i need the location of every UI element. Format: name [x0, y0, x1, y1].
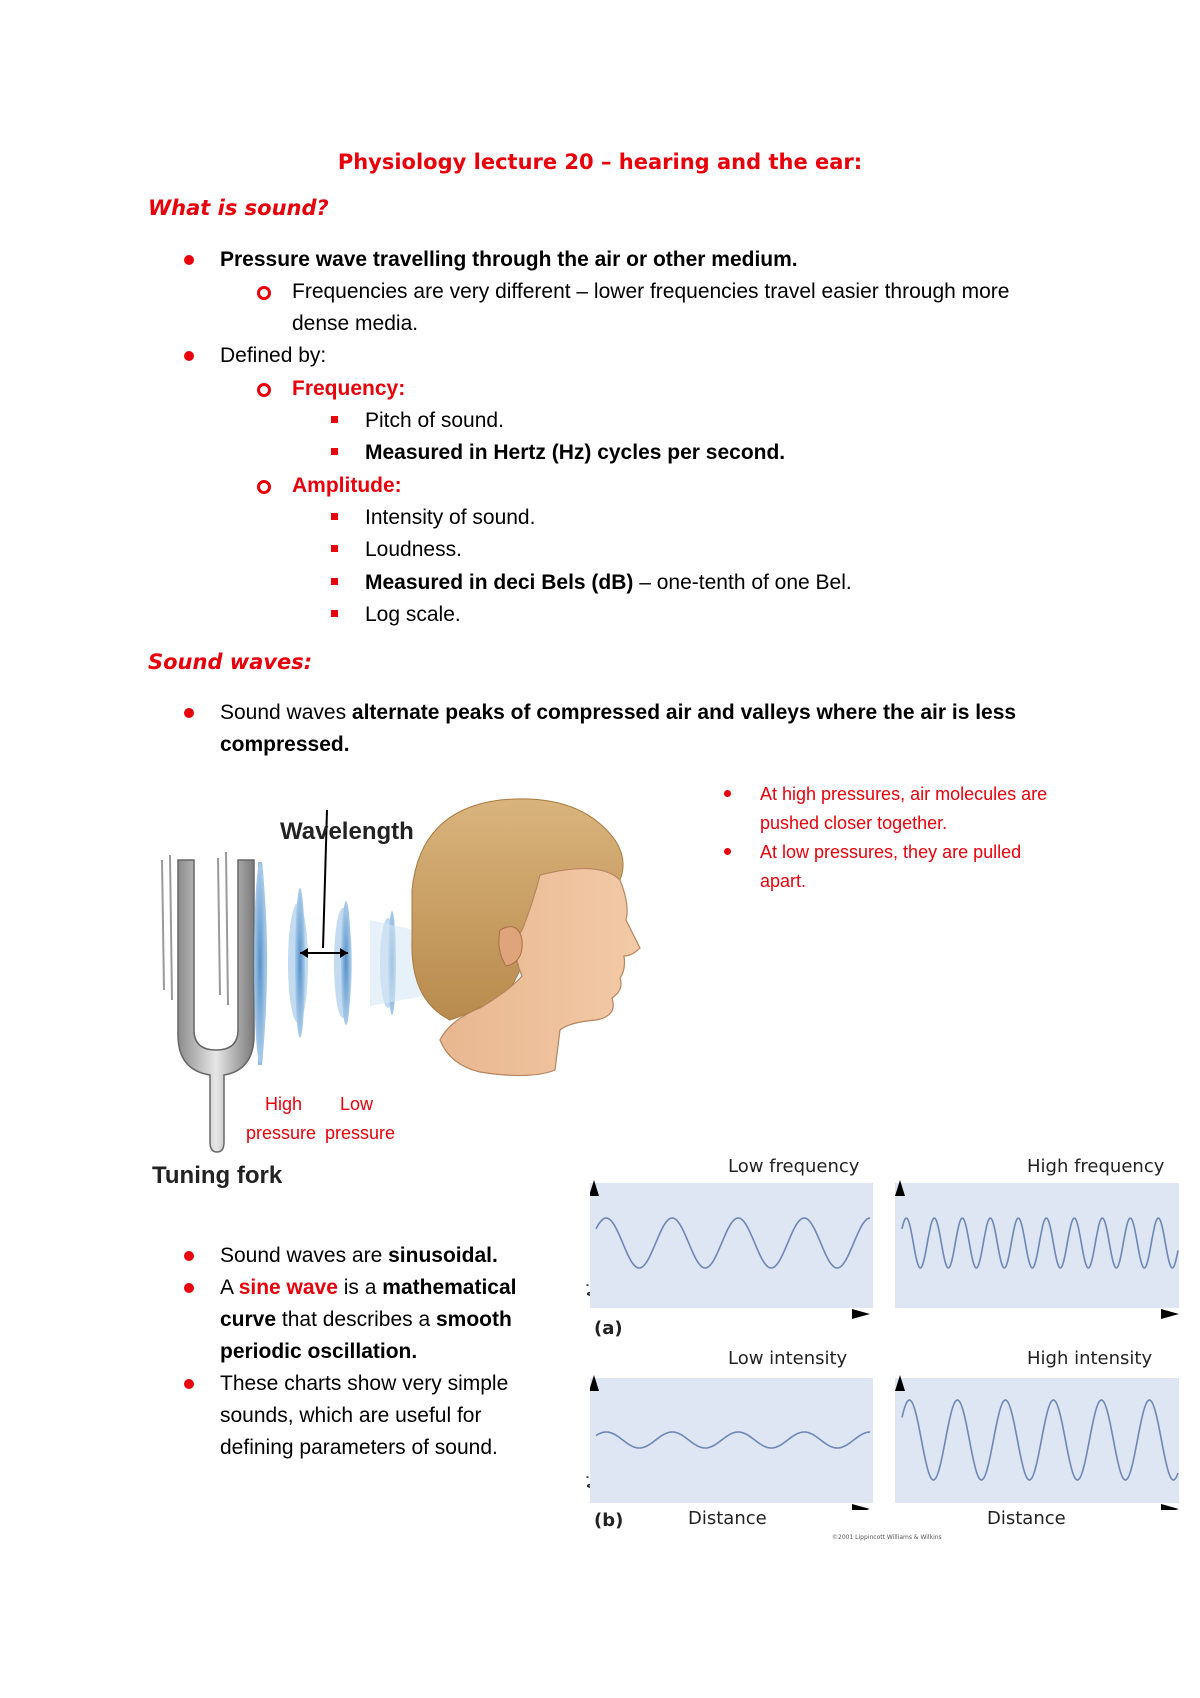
label-high-intensity: High intensity — [1027, 1348, 1153, 1369]
label-high-frequency: High frequency — [1027, 1156, 1165, 1177]
bullet-circle — [257, 383, 271, 397]
page-title: Physiology lecture 20 – hearing and the … — [337, 150, 863, 174]
high-pressure-label-line1: High — [265, 1094, 303, 1114]
section-heading-what-is-sound: What is sound? — [148, 196, 329, 220]
wave-low-intensity — [595, 1431, 871, 1449]
bullet-frequencies-line1: Frequencies are very different – lower f… — [292, 280, 1010, 303]
amp-item-decibels-rest: – one-tenth of one Bel. — [633, 571, 852, 594]
label-amplitude: Amplitude: — [292, 474, 402, 497]
bullet-pressure-wave: Pressure wave travelling through the air… — [220, 248, 798, 271]
bullet-sine-wave-line2: curve that describes a smooth — [220, 1304, 512, 1336]
text-mathematical: mathematical — [382, 1276, 517, 1299]
note-high-pressure-line1: At high pressures, air molecules are — [760, 784, 1048, 804]
bullet-dot — [184, 708, 194, 718]
high-pressure-label-line2: pressure — [246, 1123, 317, 1143]
tuning-fork-figure — [161, 798, 641, 1153]
note-low-pressure-line2: apart. — [760, 871, 807, 891]
bullet-circle — [257, 286, 271, 300]
panel-low-frequency — [590, 1183, 873, 1308]
text-smooth: smooth — [435, 1308, 512, 1331]
bullet-dot — [184, 255, 194, 265]
text-sound-waves: Sound waves — [220, 701, 352, 724]
axis-arrows-icon — [590, 1180, 1179, 1510]
wave-high-intensity — [901, 1399, 1179, 1481]
bullet-alternate-peaks-line1: Sound waves alternate peaks of compresse… — [220, 697, 1016, 729]
wave-low-frequency — [595, 1217, 871, 1269]
bullet-simple-sounds-line2: sounds, which are useful for — [220, 1404, 482, 1427]
x-axis-label-left: Distance — [688, 1508, 767, 1529]
panel-high-intensity — [895, 1378, 1179, 1503]
amp-item-decibels-bold: Measured in deci Bels (dB) — [365, 571, 634, 594]
amp-item-decibels: Measured in deci Bels (dB) – one-tenth o… — [365, 567, 852, 599]
bullet-dot — [184, 1251, 194, 1261]
label-low-intensity: Low intensity — [728, 1348, 848, 1369]
text-sinusoidal: sinusoidal. — [388, 1244, 498, 1267]
wavelength-pointer — [322, 809, 328, 949]
ear-icon — [498, 926, 523, 967]
bullet-square — [331, 578, 338, 585]
bullet-dot — [184, 1283, 194, 1293]
bullet-simple-sounds-line1: These charts show very simple — [220, 1372, 509, 1395]
bullet-square — [331, 610, 338, 617]
tuning-fork-label: Tuning fork — [152, 1162, 283, 1189]
bullet-dot — [184, 351, 194, 361]
low-pressure-label-line2: pressure — [325, 1123, 396, 1143]
bullet-defined-by: Defined by: — [220, 344, 327, 367]
bullet-circle — [257, 480, 271, 494]
text-curve: curve — [220, 1308, 277, 1331]
panel-low-intensity — [590, 1378, 873, 1503]
part-a-label: (a) — [594, 1318, 623, 1339]
bullet-alternate-peaks-line2: compressed. — [220, 733, 350, 756]
vibration-lines-icon — [161, 851, 229, 1006]
text-is-a: is a — [337, 1276, 383, 1299]
bullet-frequencies-line2: dense media. — [292, 312, 419, 335]
bullet-sinusoidal: Sound waves are sinusoidal. — [220, 1240, 498, 1272]
bullet-square — [331, 513, 338, 520]
bullet-square — [331, 545, 338, 552]
wave-high-frequency — [901, 1217, 1179, 1269]
human-head-icon — [411, 798, 641, 1077]
bullet-sine-wave-line1: A sine wave is a mathematical — [220, 1272, 517, 1304]
amp-item-log-scale: Log scale. — [365, 603, 461, 626]
wavelength-label: Wavelength — [280, 818, 414, 845]
amp-item-loudness: Loudness. — [365, 538, 462, 561]
note-low-pressure-line1: At low pressures, they are pulled — [760, 842, 1022, 862]
section-heading-sound-waves: Sound waves: — [148, 650, 313, 674]
bullet-dot — [724, 790, 731, 797]
low-pressure-label-line1: Low — [340, 1094, 374, 1114]
label-low-frequency: Low frequency — [728, 1156, 860, 1177]
text-a: A — [220, 1276, 239, 1299]
bullet-square — [331, 448, 338, 455]
waveform-panels — [590, 1180, 1179, 1510]
x-axis-label-right: Distance — [987, 1508, 1066, 1529]
bullet-square — [331, 416, 338, 423]
bullet-sine-wave-line3: periodic oscillation. — [220, 1340, 418, 1363]
text-sine-wave: sine wave — [238, 1276, 338, 1299]
amp-item-intensity: Intensity of sound. — [365, 506, 536, 529]
part-b-label: (b) — [594, 1510, 624, 1531]
bullet-dot — [724, 848, 731, 855]
freq-item-pitch: Pitch of sound. — [365, 409, 504, 432]
freq-item-hertz: Measured in Hertz (Hz) cycles per second… — [365, 441, 786, 464]
label-frequency: Frequency: — [292, 377, 406, 400]
text-sound-waves-are: Sound waves are — [220, 1244, 389, 1267]
text-that-describes: that describes a — [276, 1308, 436, 1331]
bullet-simple-sounds-line3: defining parameters of sound. — [220, 1436, 498, 1459]
text-alternate-peaks: alternate peaks of compressed air and va… — [351, 701, 1017, 724]
tuning-fork-icon — [177, 859, 255, 1153]
copyright-note: ©2001 Lippincott Williams & Wilkins — [832, 1534, 942, 1541]
panel-high-frequency — [895, 1183, 1179, 1308]
bullet-dot — [184, 1379, 194, 1389]
note-high-pressure-line2: pushed closer together. — [760, 813, 948, 833]
